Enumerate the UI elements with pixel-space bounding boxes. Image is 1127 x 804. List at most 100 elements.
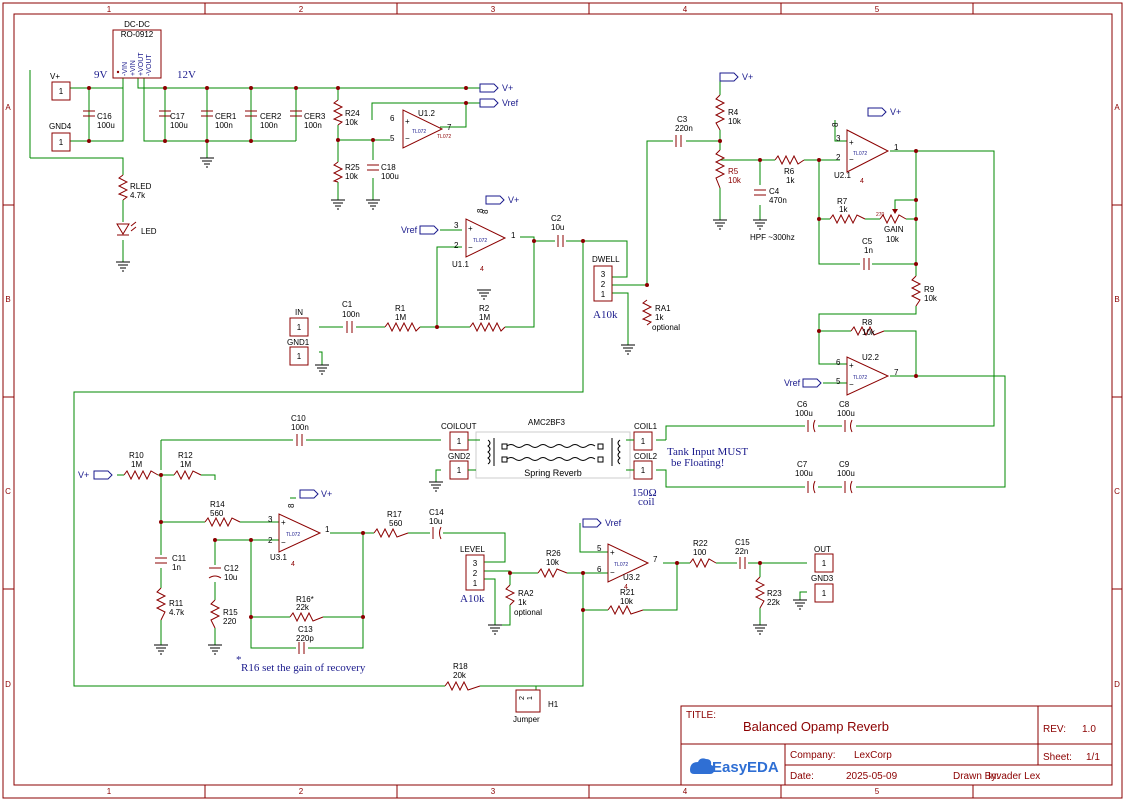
r15-value: 220 (223, 617, 237, 626)
led-ref: LED (141, 227, 157, 236)
tank-name: AMC2BF3 (528, 418, 565, 427)
svg-text:5: 5 (390, 134, 395, 143)
cer1-value: 100n (215, 121, 233, 130)
dcdc-name: DC-DC (124, 20, 150, 29)
c1-ref: C1 (342, 300, 353, 309)
dwell-value: A10k (593, 309, 618, 321)
c10-value: 100n (291, 423, 309, 432)
opamp-u2-1: + − TL072 U2.1 321 (834, 129, 899, 180)
coil-word: coil (638, 496, 655, 508)
c2-ref: C2 (551, 214, 562, 223)
r10-ref: R10 (129, 451, 144, 460)
spring-reverb-tank: AMC2BF3 Spring Reverb (468, 418, 634, 479)
rev-label: REV: (1043, 724, 1066, 735)
r7-ref: R7 (837, 197, 848, 206)
svg-text:−: − (849, 380, 854, 389)
connector-gnd3: 1 GND3 (811, 574, 834, 603)
svg-text:3: 3 (454, 221, 459, 230)
net-vplus-power: V+ (502, 83, 513, 93)
connector-pin: 1 (641, 466, 646, 475)
c18-value: 100u (381, 172, 399, 181)
col-label-4: 4 (683, 5, 688, 14)
connector-name: GND1 (287, 338, 310, 347)
title-block (680, 705, 1113, 786)
svg-text:1: 1 (601, 290, 606, 299)
svg-text:−: − (610, 568, 615, 577)
r12-ref: R12 (178, 451, 193, 460)
title-label: TITLE: (686, 710, 716, 721)
r16-ref: R16* (296, 595, 314, 604)
connector-name: V+ (50, 72, 60, 81)
cer3-value: 100n (304, 121, 322, 130)
r16-value: 22k (296, 603, 310, 612)
svg-text:3: 3 (601, 270, 606, 279)
c5-ref: C5 (862, 237, 873, 246)
drawn-by-value: Invader Lex (988, 771, 1040, 782)
net-flags (93, 72, 887, 528)
svg-text:3: 3 (836, 134, 841, 143)
svg-text:2: 2 (836, 153, 841, 162)
connector-out: 1 OUT (814, 545, 834, 573)
col-label-1: 1 (107, 5, 112, 14)
row-label-a-right: A (1114, 103, 1120, 112)
connector-gnd2: 1 GND2 (448, 452, 471, 480)
connector-name: GND4 (49, 122, 72, 131)
opamp-u1-2: + − TL072 U1.2 657 (390, 109, 452, 149)
ra2-ref: RA2 (518, 589, 534, 598)
svg-text:7: 7 (447, 123, 452, 132)
dcdc-pin-minus-vin: -VIN (122, 62, 129, 76)
dcdc-converter: DC-DC RO-0912 -VIN +VIN +VOUT -VOUT (112, 20, 162, 79)
r11-ref: R11 (169, 599, 184, 608)
r7-value: 1k (839, 205, 848, 214)
svg-text:4: 4 (624, 584, 628, 591)
svg-text:−: − (405, 134, 410, 143)
c8-ref: C8 (839, 400, 850, 409)
opamp-ref: U2.1 (834, 171, 851, 180)
svg-text:1: 1 (527, 696, 534, 700)
r18-value: 20k (453, 671, 467, 680)
col-label-3: 3 (491, 5, 496, 14)
hpf-note: HPF ~300hz (750, 233, 795, 242)
connector-name: COILOUT (441, 422, 477, 431)
svg-text:8: 8 (287, 503, 296, 508)
cer1-ref: CER1 (215, 112, 237, 121)
opamp-u2-2: + − TL072 U2.2 657 (836, 353, 899, 396)
connector-pin: 1 (59, 87, 64, 96)
date-label: Date: (790, 771, 814, 782)
r6-ref: R6 (784, 167, 795, 176)
r4-ref: R4 (728, 108, 739, 117)
net-vref-u2: Vref (784, 378, 801, 388)
svg-text:6: 6 (390, 114, 395, 123)
connector-gnd4: 1 GND4 (49, 122, 72, 152)
row-label-d-right: D (1114, 680, 1120, 689)
ground-symbols (115, 157, 808, 655)
c14-value: 10u (429, 517, 442, 526)
net-vref-u1: Vref (401, 225, 418, 235)
r21-ref: R21 (620, 588, 635, 597)
gain-value: 10k (886, 235, 900, 244)
r17-value: 560 (389, 519, 403, 528)
row-label-c-right: C (1114, 487, 1120, 496)
connector-pin: 1 (457, 466, 462, 475)
c12-value: 10u (224, 573, 237, 582)
r5-value: 10k (728, 176, 742, 185)
sheet-title: Balanced Opamp Reverb (743, 719, 889, 734)
r2-ref: R2 (479, 304, 490, 313)
row-label-b-right: B (1114, 295, 1119, 304)
r23-ref: R23 (767, 589, 782, 598)
r14-ref: R14 (210, 500, 225, 509)
drawn-by-label: Drawn By: (953, 771, 999, 782)
connector-name: OUT (814, 545, 831, 554)
junctions (87, 86, 918, 619)
level-name: LEVEL (460, 545, 485, 554)
h1-ref: H1 (548, 700, 559, 709)
c5-value: 1n (864, 246, 873, 255)
r21-value: 10k (620, 597, 634, 606)
dwell-name: DWELL (592, 255, 620, 264)
c17-value: 100u (170, 121, 188, 130)
c12-ref: C12 (224, 564, 239, 573)
svg-text:8: 8 (481, 209, 490, 214)
svg-text:3: 3 (473, 559, 478, 568)
row-label-d: D (5, 680, 11, 689)
c15-ref: C15 (735, 538, 750, 547)
